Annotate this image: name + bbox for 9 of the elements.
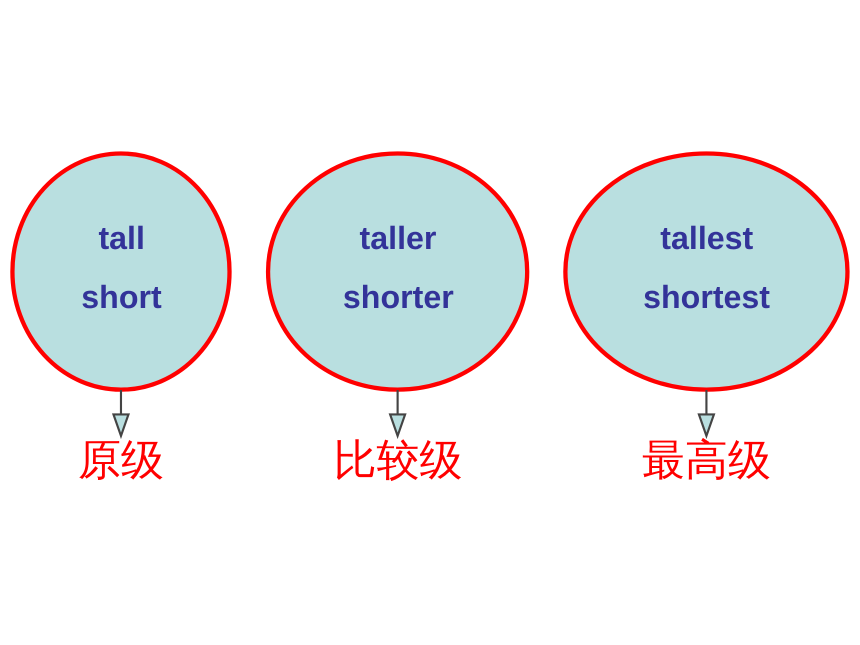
node-text: 原级 [78,438,164,485]
arrow [112,390,130,440]
node-ellipse: tallest shortest [563,151,850,392]
arrow [388,390,407,440]
node-circle: tall short [10,151,232,392]
arrow [697,390,716,440]
node-text: 最高级 [642,438,772,485]
node-text: 比较级 [333,438,462,485]
node-circle: taller shorter [266,151,530,392]
